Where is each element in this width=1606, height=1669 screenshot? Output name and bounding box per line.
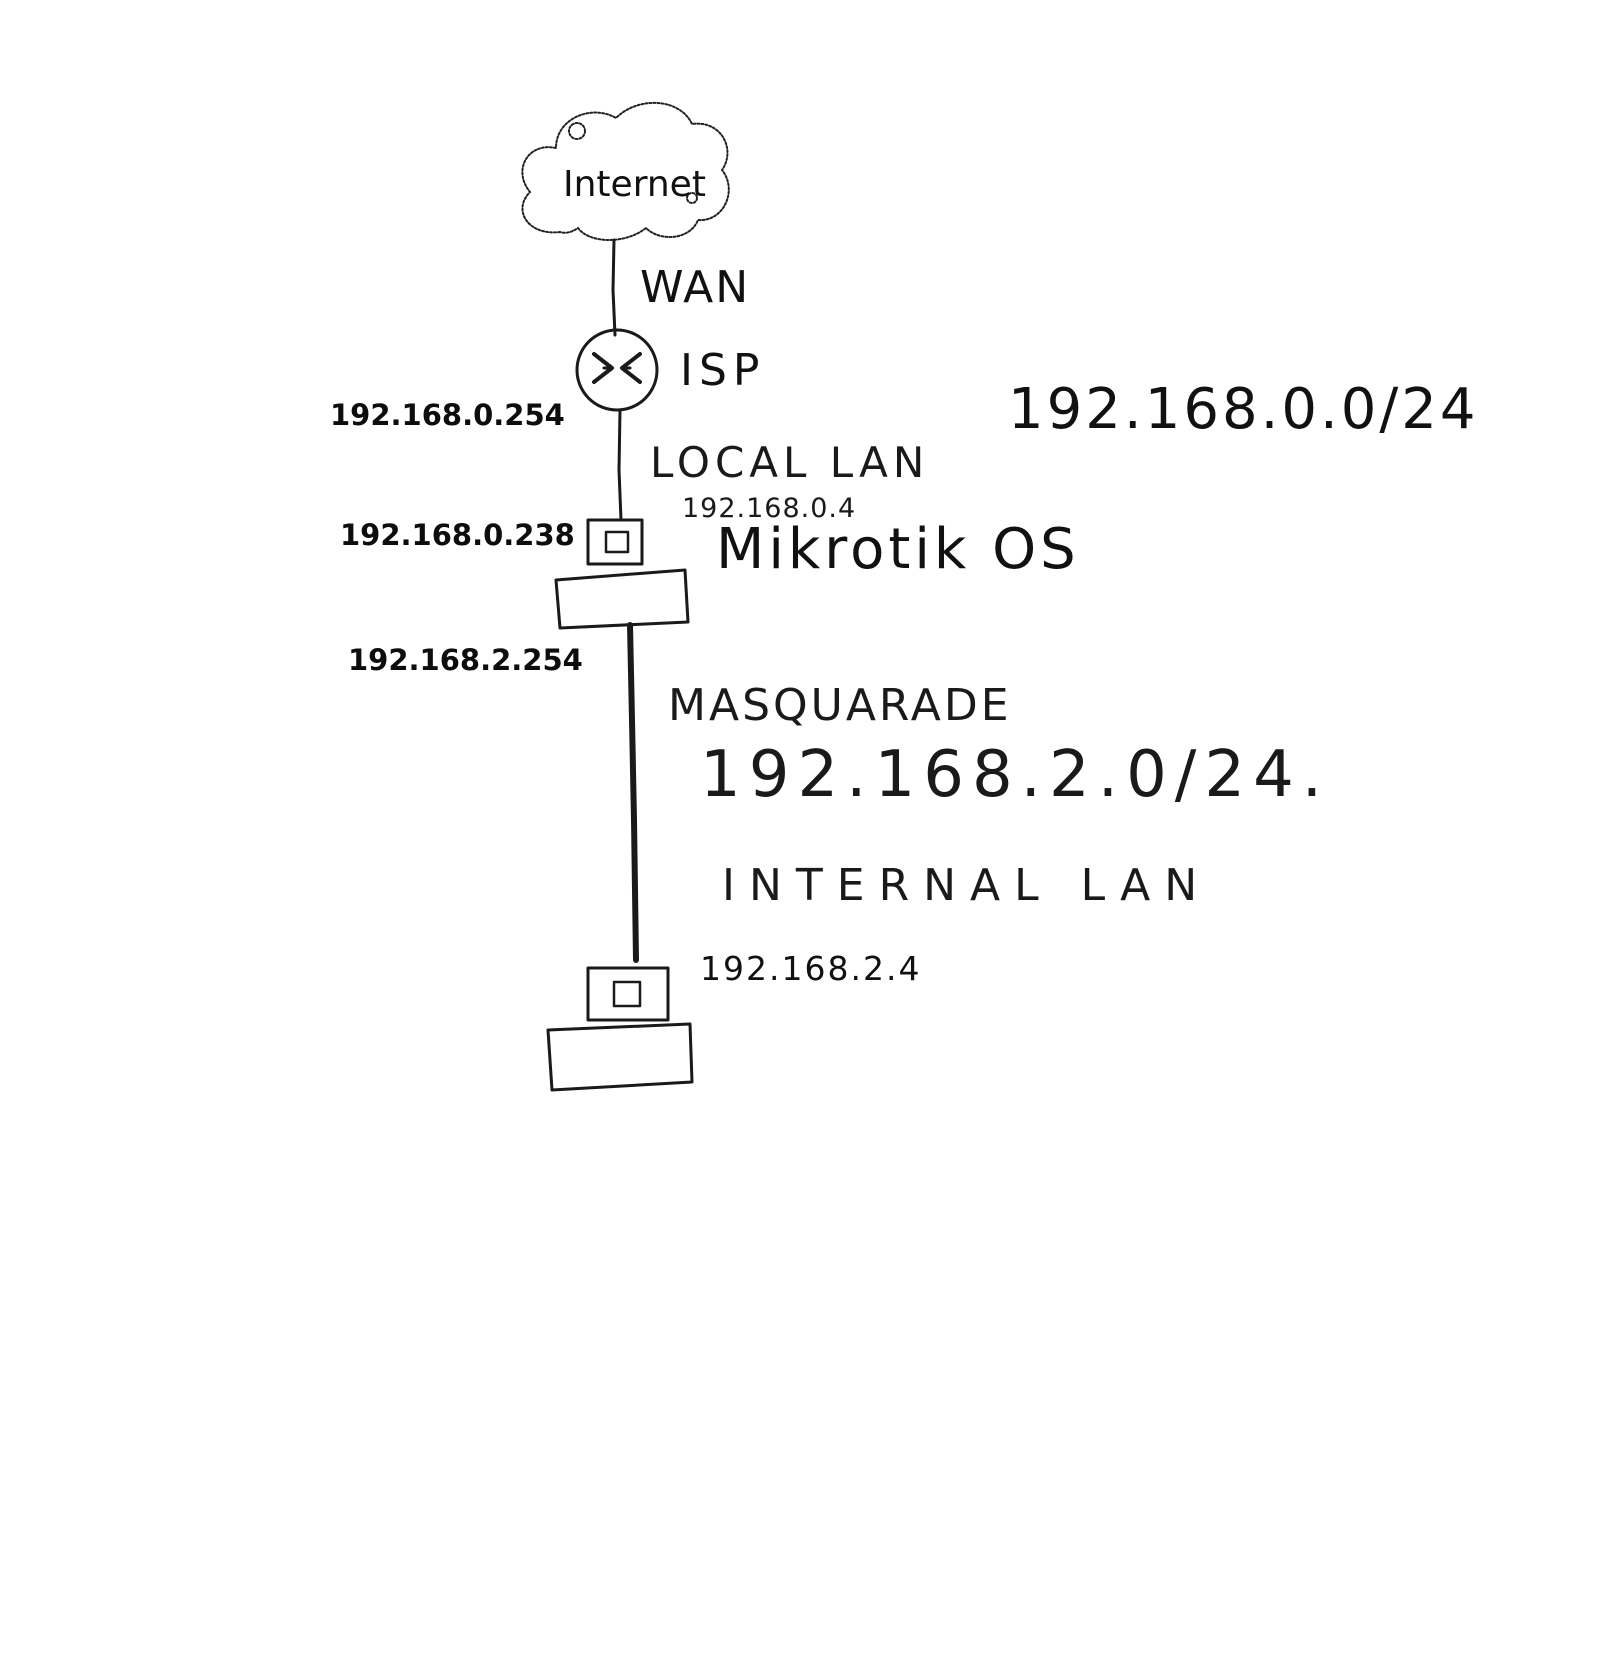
wan-label: WAN [640, 262, 750, 313]
internal-lan-link [627, 622, 639, 963]
local-lan-link [617, 408, 623, 522]
client-computer-icon [546, 966, 694, 1092]
masquerade-label: MASQUARADE [668, 680, 1012, 731]
internet-label: Internet [563, 164, 706, 205]
isp-lan-ip: 192.168.0.254 [330, 398, 565, 432]
mikrotik-lan-ip: 192.168.2.254 [348, 643, 583, 677]
internal-lan-label: INTERNAL LAN [722, 860, 1211, 911]
local-lan-label: LOCAL LAN [650, 438, 929, 487]
mikrotik-ip-alt: 192.168.0.4 [682, 493, 856, 524]
mikrotik-wan-ip: 192.168.0.238 [340, 518, 575, 552]
wan-link [611, 238, 617, 337]
client-ip: 192.168.2.4 [700, 949, 921, 988]
mikrotik-router-icon [554, 518, 690, 630]
isp-router-icon [575, 328, 659, 412]
mikrotik-label: Mikrotik OS [716, 517, 1080, 582]
internet-cloud-icon: Internet [521, 101, 730, 241]
internal-lan-subnet: 192.168.2.0/24. [700, 738, 1330, 812]
isp-label: ISP [680, 345, 765, 396]
local-lan-subnet: 192.168.0.0/24 [1008, 377, 1479, 442]
